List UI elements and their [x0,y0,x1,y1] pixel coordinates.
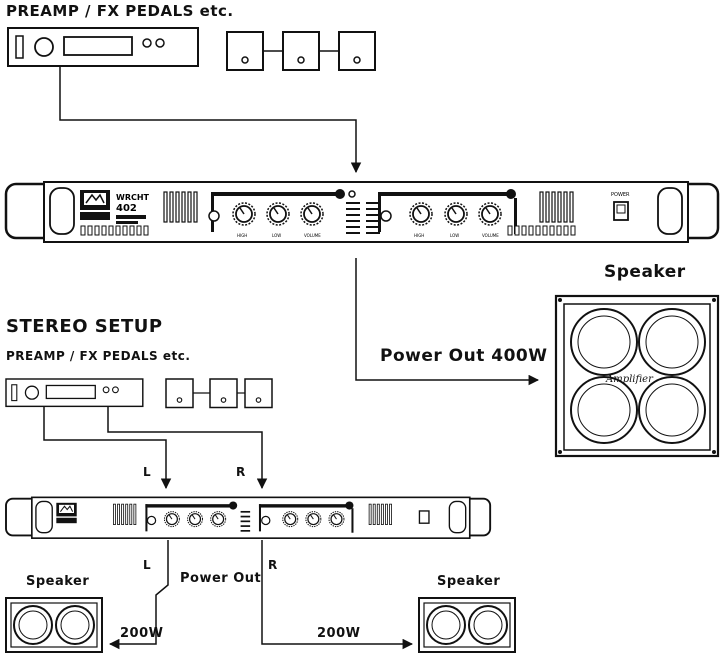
svg-text:HIGH: HIGH [414,233,424,238]
pedal-1-top [226,31,264,71]
input-channel-l-label: L [143,465,152,479]
stereo-setup-subtitle: PREAMP / FX PEDALS etc. [6,349,191,363]
svg-text:VOLUME: VOLUME [304,233,321,238]
speaker-cabinet-2x12-right [418,597,516,653]
speaker-cabinet-2x12-left [5,597,103,653]
pedal-2-top [282,31,320,71]
watt-label-right: 200W [317,626,361,641]
preamp-unit-top [7,27,199,67]
signal-line-stereo-l [43,407,172,490]
svg-text:HIGH: HIGH [237,233,247,238]
pedal-1-stereo [165,378,194,409]
svg-text:LOW: LOW [450,233,459,238]
svg-text:402: 402 [116,203,137,214]
speaker-cabinet-4x12: Amplifier [554,294,720,458]
output-channel-r-label: R [268,558,278,572]
signal-line-main-out [355,258,540,386]
output-channel-l-label: L [143,558,152,572]
pedal-2-stereo [209,378,238,409]
speaker-label-left: Speaker [26,574,90,589]
power-amp-main: WRCHT 402 HIGH LOW VOLUME [4,181,720,243]
pedal-3-top [338,31,376,71]
input-channel-r-label: R [236,465,246,479]
preamp-unit-stereo [5,378,144,408]
speaker-label-main: Speaker [604,262,686,282]
speaker-label-bottom-right: Speaker [437,574,501,589]
signal-line-stereo-r [107,407,268,490]
watt-label-left: 200W [120,626,164,641]
svg-text:LOW: LOW [272,233,281,238]
svg-text:Amplifier: Amplifier [605,374,654,385]
signal-line-top [59,66,362,174]
svg-text:VOLUME: VOLUME [482,233,499,238]
signal-line-out-r [261,540,414,650]
svg-text:POWER: POWER [611,192,630,198]
power-out-small-label: Power Out [180,571,262,586]
pedal-3-stereo [244,378,273,409]
power-amp-stereo [5,496,492,539]
power-out-400w-label: Power Out 400W [380,346,548,366]
top-section-title: PREAMP / FX PEDALS etc. [6,2,234,20]
svg-text:WRCHT: WRCHT [116,193,150,202]
stereo-setup-title: STEREO SETUP [6,316,163,337]
signal-line-out-l [108,540,169,650]
